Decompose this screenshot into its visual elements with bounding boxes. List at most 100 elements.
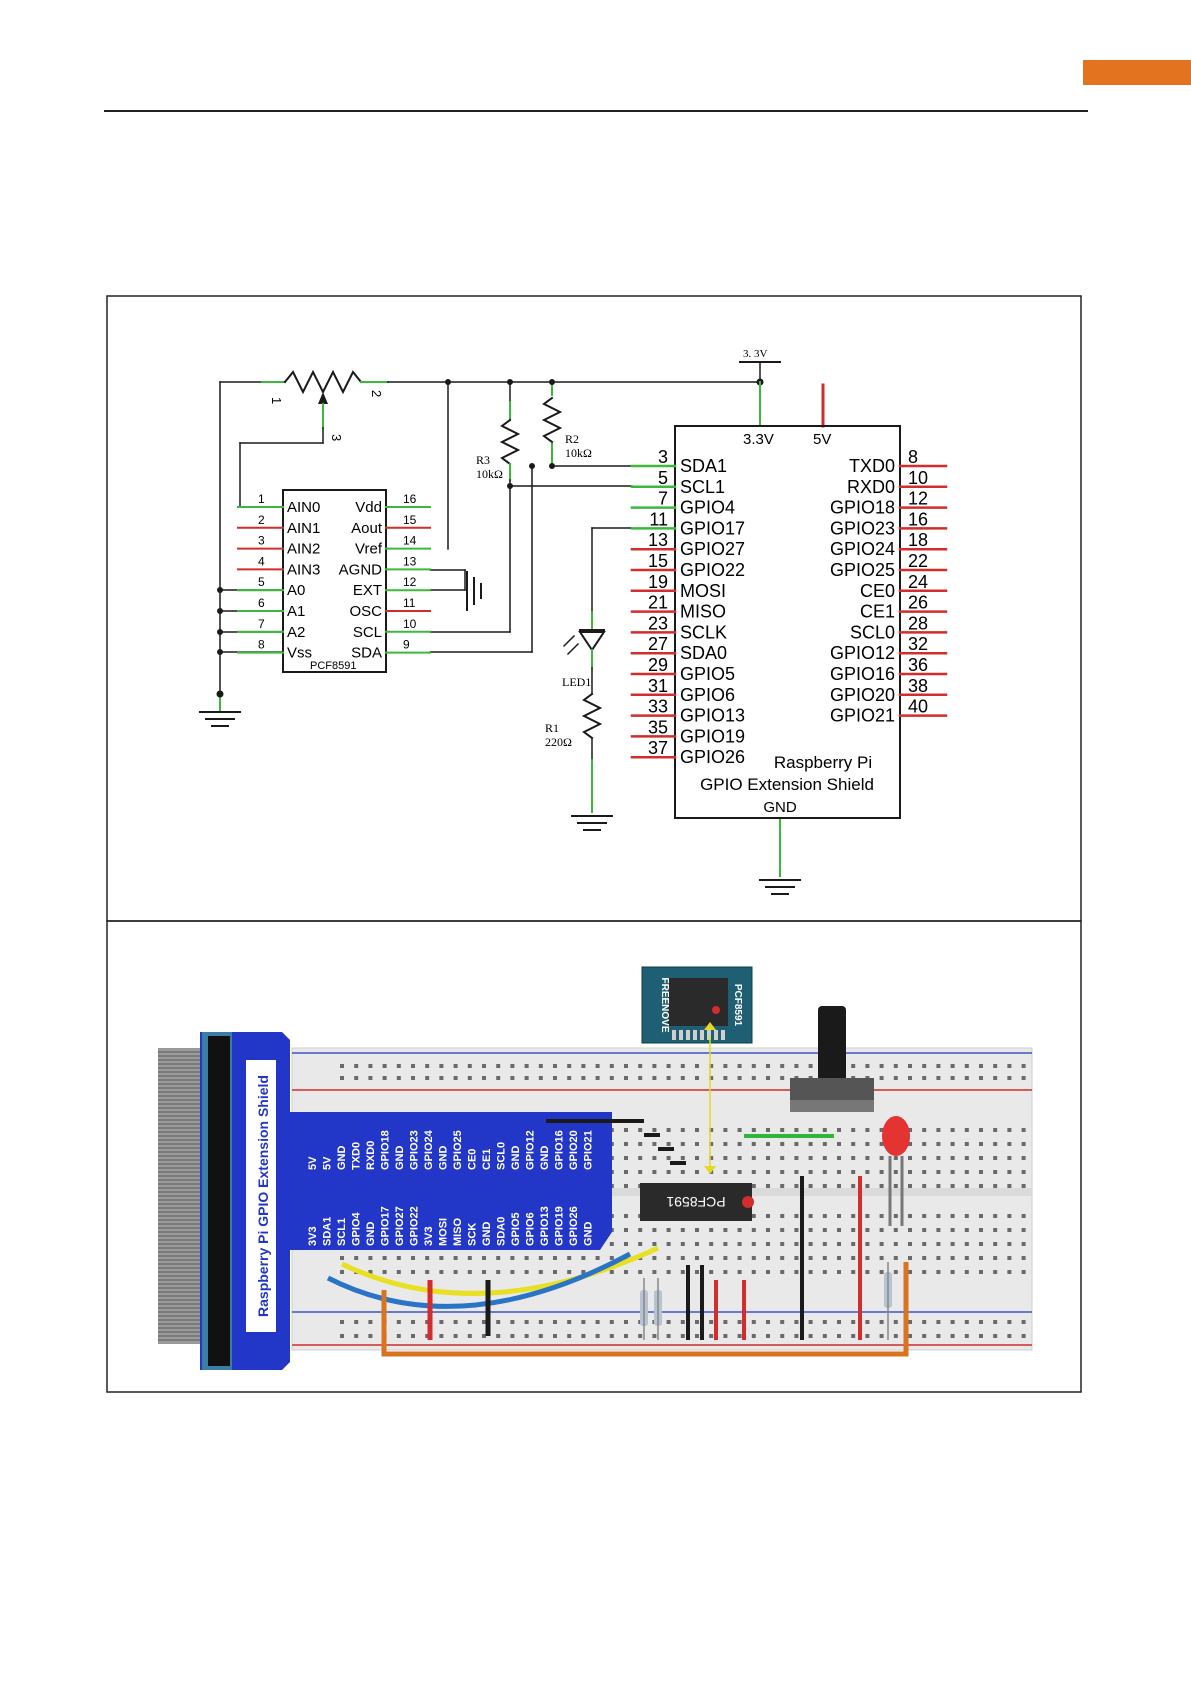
breadboard-hole [879,1142,884,1146]
breadboard-hole [1007,1064,1012,1068]
shield-header-bottom-label: 3V3 [307,1226,319,1246]
r1-value: 220Ω [545,735,572,749]
breadboard-hole [553,1256,557,1260]
breadboard-hole [893,1270,898,1274]
pcf-left-pin-label: AIN0 [287,499,320,516]
breadboard-hole [893,1228,898,1232]
breadboard-hole [581,1256,586,1260]
breadboard-hole [808,1142,813,1146]
breadboard-hole [908,1334,912,1338]
breadboard-hole [453,1334,458,1338]
breadboard-hole [908,1256,912,1260]
breadboard-hole [766,1242,770,1246]
shield-header-bottom-label: GPIO13 [539,1206,551,1246]
breadboard-hole [595,1064,600,1068]
chapter-tab [1083,60,1191,85]
pcf-left-pin-num: 7 [258,617,265,631]
breadboard-hole [723,1142,728,1146]
breadboard-hole [837,1256,841,1260]
breadboard-hole [922,1184,927,1188]
rpi-left-pin-label: SCL1 [680,477,725,497]
breadboard-hole [1021,1270,1026,1274]
breadboard-hole [709,1242,714,1246]
breadboard-hole [1021,1320,1026,1324]
rpi-right-pin-label: GPIO16 [830,664,895,684]
breadboard-hole [567,1076,572,1080]
breadboard-hole [751,1256,756,1260]
r3-value: 10kΩ [476,467,503,481]
breadboard-hole [567,1320,572,1324]
breadboard-hole [851,1142,856,1146]
pcf-left-pin-label: AIN1 [287,520,320,537]
breadboard-hole [979,1214,983,1218]
rpi-left-pin-num: 21 [648,593,668,613]
breadboard-hole [808,1170,813,1174]
breadboard-hole [524,1270,529,1274]
breadboard-hole [482,1270,486,1274]
breadboard-hole [1021,1334,1026,1338]
breadboard-hole [908,1170,912,1174]
shield-header-top-label: GPIO23 [409,1130,421,1170]
schematic-diagram: 1 2 3 [199,348,948,895]
pcf-left-pin-label: AIN3 [287,561,320,578]
breadboard-hole [865,1242,870,1246]
breadboard-hole [467,1076,472,1080]
breadboard-hole [837,1334,841,1338]
breadboard-hole [439,1064,444,1068]
pcf-right-pin-label: SCL [353,624,382,641]
breadboard-hole [666,1156,671,1160]
rpi-right-pin-num: 16 [908,509,928,529]
shield-header-bottom-label: MISO [452,1217,464,1246]
breadboard-hole [922,1242,927,1246]
breadboard-hole [993,1270,998,1274]
breadboard-hole [695,1228,699,1232]
breadboard-hole [553,1320,557,1324]
breadboard-hole [794,1170,799,1174]
breadboard-hole [680,1334,685,1338]
pcf8591-module: FREENOVE PCF8591 [641,966,753,1044]
breadboard-hole [751,1128,756,1132]
breadboard-hole [695,1320,699,1324]
breadboard-hole [851,1184,856,1188]
breadboard-hole [581,1064,586,1068]
breadboard-hole [496,1076,501,1080]
breadboard-hole [695,1156,699,1160]
breadboard-hole [368,1320,373,1324]
breadboard-hole [865,1142,870,1146]
breadboard-hole [709,1228,714,1232]
breadboard-hole [865,1184,870,1188]
breadboard-hole [964,1076,969,1080]
breadboard-hole [879,1170,884,1174]
breadboard-hole [709,1320,714,1324]
breadboard-hole [808,1334,813,1338]
pcf-left-pin-label: A2 [287,624,305,641]
breadboard-hole [439,1076,444,1080]
breadboard-hole [453,1076,458,1080]
breadboard-hole [496,1320,501,1324]
breadboard-hole [780,1142,785,1146]
shield-header-bottom-label: GPIO17 [380,1206,392,1246]
rpi-left-pin-label: GPIO19 [680,726,745,746]
breadboard-hole [737,1334,742,1338]
pcf-right-pin-label: AGND [339,561,383,578]
breadboard-hole [624,1064,628,1068]
breadboard-hole [680,1270,685,1274]
rpi-3v3-label: 3.3V [743,431,774,448]
breadboard-hole [482,1256,486,1260]
breadboard-hole [1007,1184,1012,1188]
breadboard-hole [950,1334,955,1338]
rpi-right-pin-num: 24 [908,572,928,592]
breadboard-hole [680,1156,685,1160]
breadboard-hole [865,1228,870,1232]
pcf8591-dip-chip: PCF8591 [640,1183,754,1221]
breadboard-hole [482,1334,486,1338]
breadboard-hole [666,1320,671,1324]
pcf-right-pin-num: 10 [403,617,417,631]
rpi-right-pin-label: GPIO24 [830,539,895,559]
breadboard-hole [425,1076,430,1080]
rpi-right-pin-label: GPIO25 [830,560,895,580]
breadboard-hole [538,1270,543,1274]
breadboard-hole [737,1242,742,1246]
breadboard-hole [766,1334,770,1338]
rpi-right-pin-num: 18 [908,530,928,550]
